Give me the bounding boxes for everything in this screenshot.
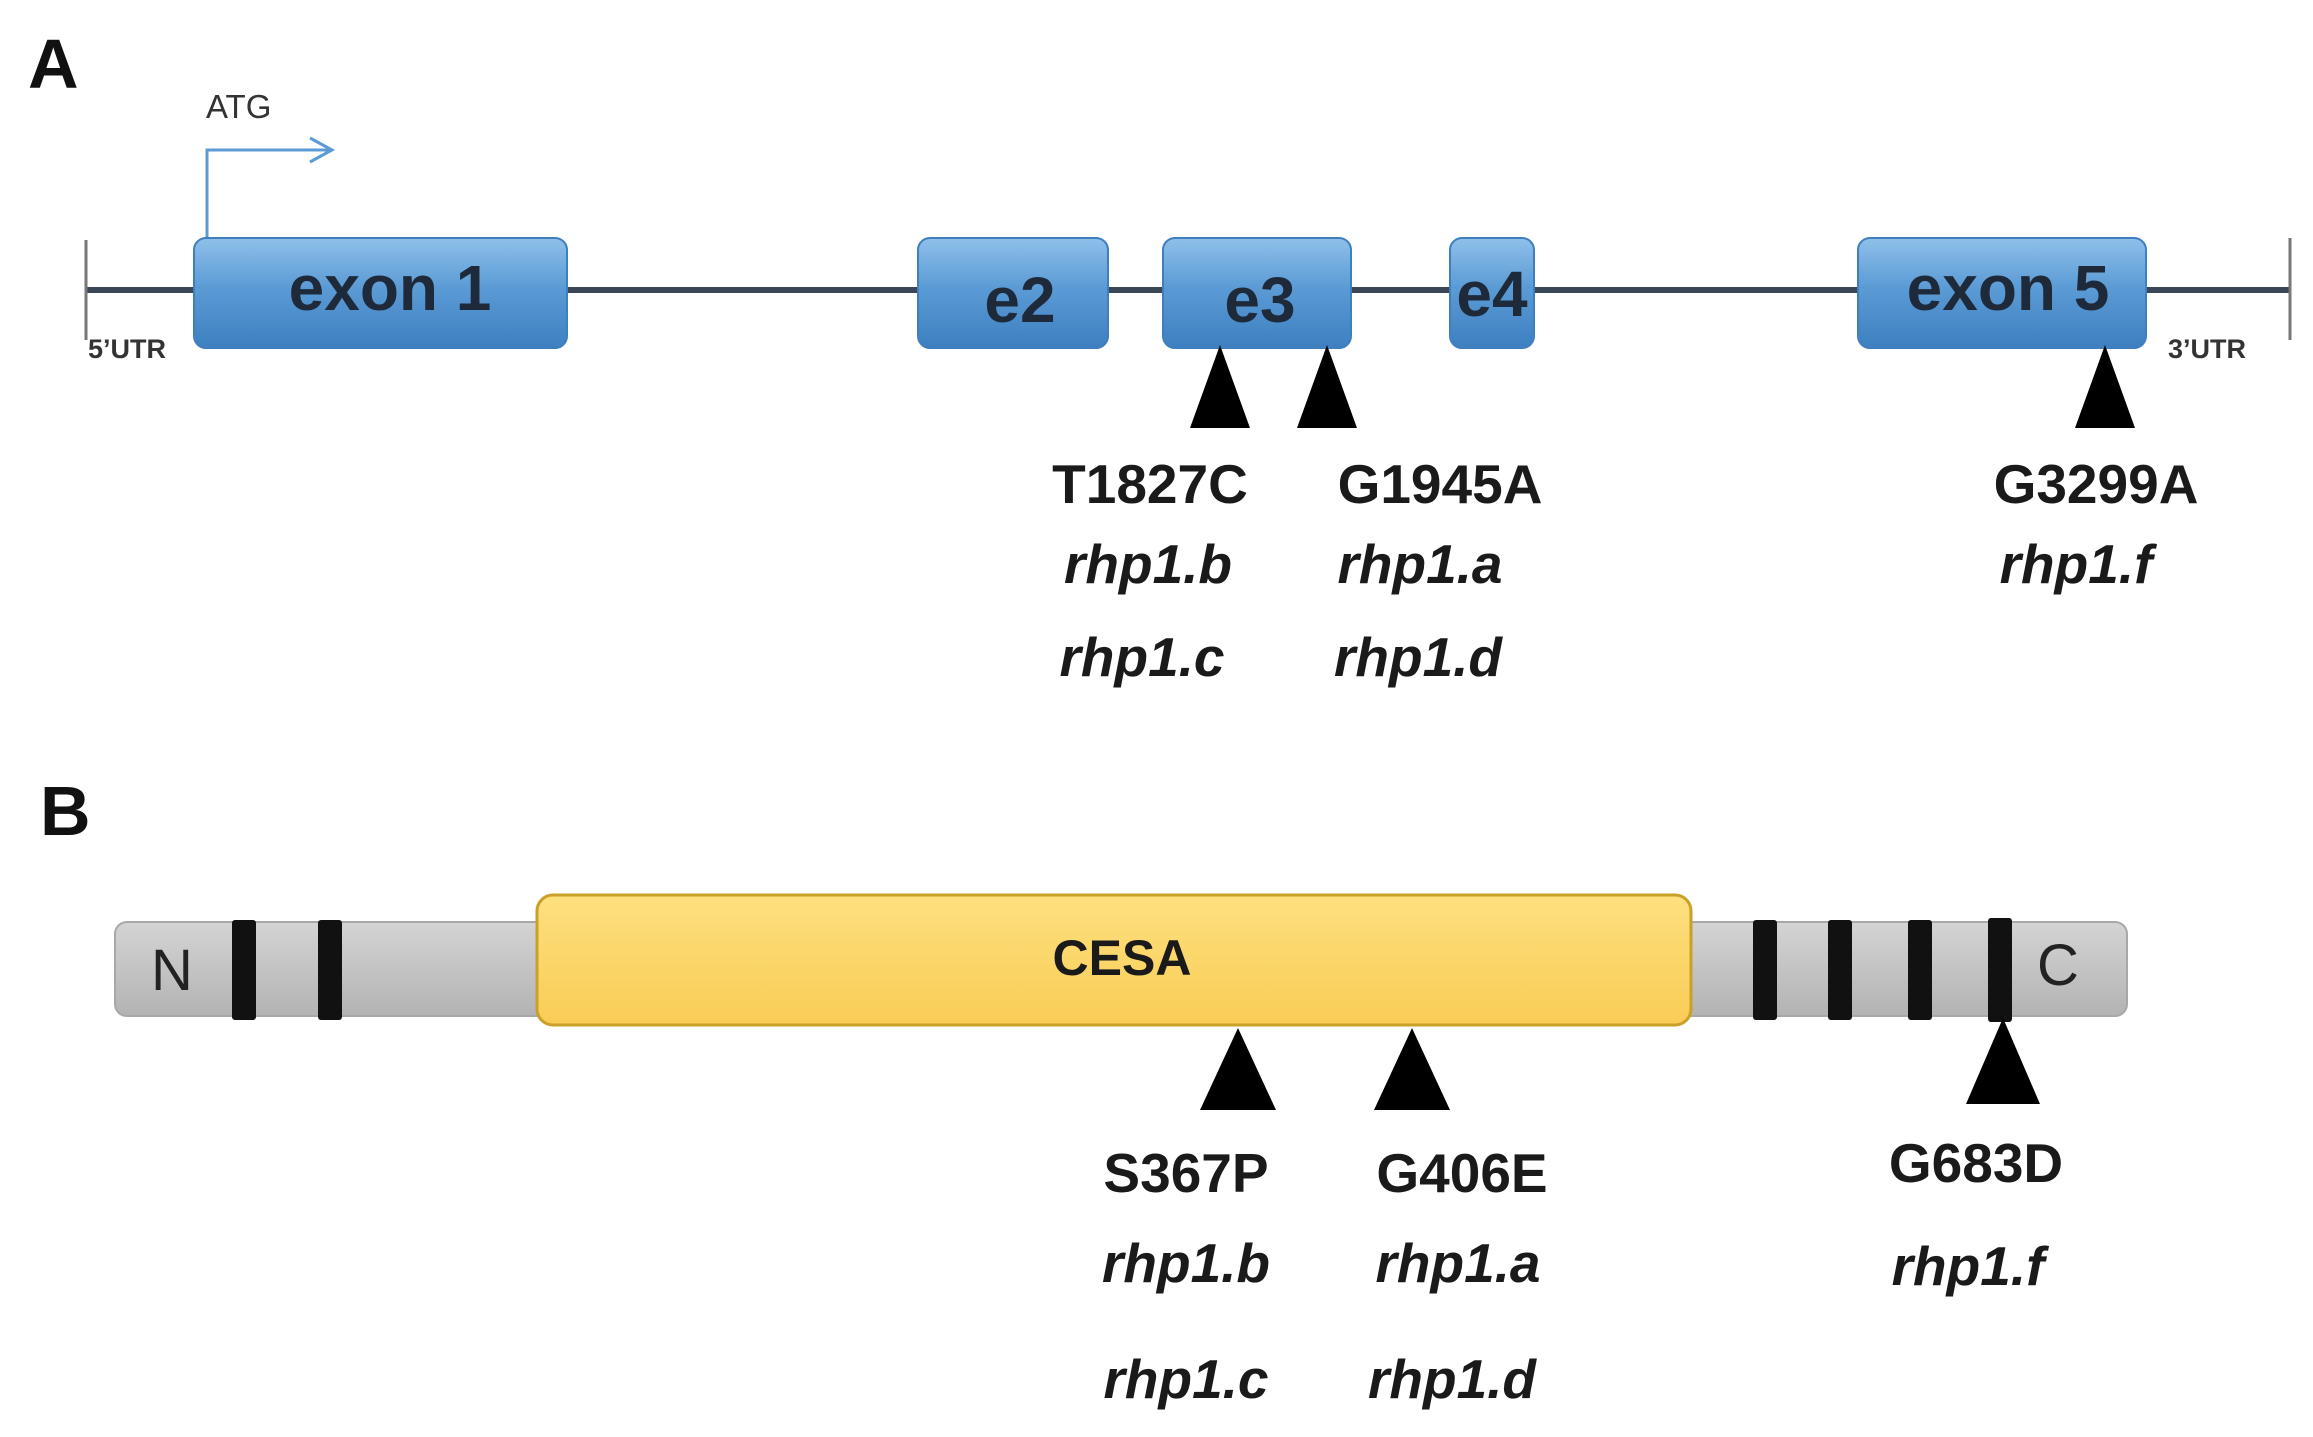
exon-2: e2	[917, 237, 1109, 349]
utr3-label: 3’UTR	[2168, 334, 2246, 364]
allele-label-rhp1d: rhp1.d	[1368, 1348, 1537, 1410]
exon-1-label: exon 1	[289, 252, 492, 324]
panel-a: A 5’UTR 3’UTR ATG exon 1 e2 e3 e4	[28, 25, 2292, 688]
tm-helix	[232, 920, 256, 1020]
mutation-label-g1945a: G1945A	[1338, 453, 1543, 515]
allele-label-rhp1c: rhp1.c	[1103, 1348, 1268, 1410]
tm-helix	[318, 920, 342, 1020]
tm-helix	[1753, 920, 1777, 1020]
mutation-label-s367p: S367P	[1103, 1142, 1268, 1204]
exon-3: e3	[1162, 237, 1352, 349]
allele-label-rhp1c: rhp1.c	[1059, 626, 1224, 688]
mutation-marker-g3299a	[2075, 345, 2135, 428]
c-terminus-label: C	[2037, 933, 2079, 998]
mutation-label-g683d: G683D	[1889, 1132, 2063, 1194]
transcription-start-arrow	[205, 136, 336, 238]
exon-3-label: e3	[1224, 264, 1295, 336]
n-terminus-label: N	[151, 938, 193, 1003]
panel-b-label: B	[40, 772, 91, 850]
utr5-label: 5’UTR	[88, 334, 166, 364]
exon-1: exon 1	[193, 237, 568, 349]
allele-label-rhp1b: rhp1.b	[1102, 1232, 1270, 1294]
mutation-label-g3299a: G3299A	[1994, 453, 2199, 515]
exon-4-label: e4	[1456, 258, 1528, 330]
tm-helix	[1828, 920, 1852, 1020]
mutation-marker-g683d	[1966, 1018, 2040, 1104]
start-codon-label: ATG	[206, 88, 271, 125]
exon-2-label: e2	[984, 264, 1055, 336]
cesa-domain	[535, 893, 1693, 1027]
exon-5-label: exon 5	[1907, 252, 2110, 324]
allele-label-rhp1f: rhp1.f	[2000, 533, 2157, 595]
tm-helix	[1988, 918, 2012, 1022]
mutation-marker-g1945a	[1297, 345, 1357, 428]
exon-5: exon 5	[1857, 237, 2147, 349]
exon-4: e4	[1449, 237, 1535, 349]
mutation-marker-t1827c	[1190, 345, 1250, 428]
allele-label-rhp1d: rhp1.d	[1334, 626, 1503, 688]
mutation-marker-g406e	[1374, 1028, 1450, 1110]
allele-label-rhp1a: rhp1.a	[1337, 533, 1502, 595]
mutation-marker-s367p	[1200, 1028, 1276, 1110]
allele-label-rhp1b: rhp1.b	[1064, 533, 1232, 595]
allele-label-rhp1a: rhp1.a	[1375, 1232, 1540, 1294]
cesa-domain-label: CESA	[1053, 930, 1192, 986]
allele-label-rhp1f: rhp1.f	[1892, 1235, 2049, 1297]
panel-a-label: A	[28, 25, 79, 103]
mutation-label-g406e: G406E	[1376, 1142, 1547, 1204]
panel-b: B CESA N C S367P rhp1.b rhp1.c G406E rhp…	[40, 772, 2128, 1410]
mutation-label-t1827c: T1827C	[1052, 453, 1248, 515]
tm-helix	[1908, 920, 1932, 1020]
